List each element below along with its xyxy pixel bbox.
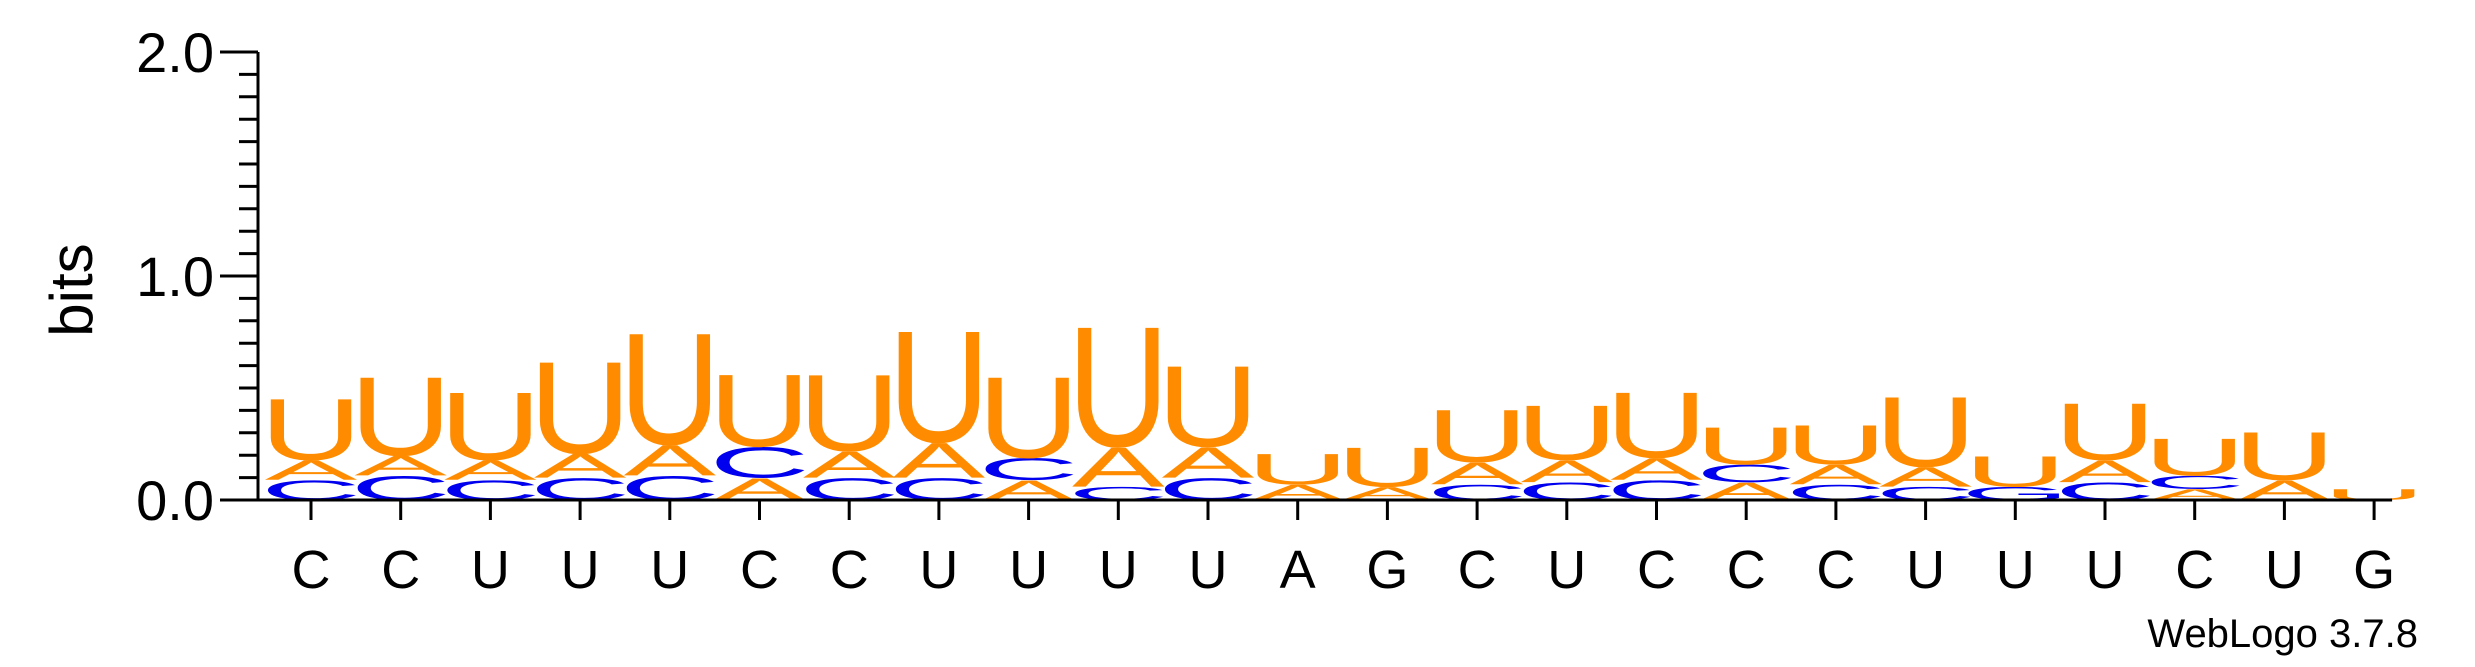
logo-position: CAU [1516,389,1618,505]
x-tick-label: C [830,540,869,600]
x-tick-label: C [2175,540,2214,600]
x-tick-label: U [2265,540,2304,600]
logo-position: CAU [1426,394,1528,504]
letter-c: C [2145,472,2245,493]
letter-u: U [619,299,721,478]
x-tick-label: A [1280,540,1316,600]
letter-a: A [1879,461,1972,492]
letter-a: A [1072,436,1165,499]
x-tick-label: G [2353,540,2395,600]
logo-position: ACU [1695,416,1797,506]
letter-u: U [529,334,631,481]
letter-a: A [1610,452,1703,487]
letter-a: A [893,433,986,489]
logo-position: CAU [529,334,631,507]
logo-position: AU [1247,445,1349,505]
letter-u: U [2144,427,2246,487]
x-tick-label: U [1009,540,1048,600]
logo-position: AU [2233,417,2335,506]
x-tick-label: C [740,540,779,600]
letter-u: U [1247,445,1349,494]
x-tick-label: U [1906,540,1945,600]
letter-c: C [709,438,809,487]
letter-u: U [1426,394,1528,478]
logo-position: ACU [2144,427,2246,503]
x-tick-label: C [1637,540,1676,600]
y-axis: 0.0 1.0 2.0 [136,21,260,532]
letter-u: U [798,351,900,474]
letter-u: U [1964,447,2066,496]
x-tick-label: U [2086,540,2125,600]
x-tick-label: U [1189,540,1228,600]
letter-u: U [1157,342,1259,471]
y-axis-label: bits [38,243,105,336]
logo-position: CAU [798,351,900,507]
letter-u: U [1516,389,1618,476]
x-tick-label: C [1727,540,1766,600]
letter-u: U [350,354,452,480]
logo-position: CAU [1605,373,1707,506]
logo-position: CAU [888,297,990,507]
y-tick-label: 1.0 [136,245,214,308]
y-tick-label: 0.0 [136,469,214,532]
letter-a: A [354,450,447,481]
letter-u: U [977,354,1079,483]
letter-u: U [1695,416,1797,476]
logo-position: CAU [350,354,452,507]
letter-u: U [439,372,541,481]
x-tick-label: U [1547,540,1586,600]
letter-a: A [803,444,896,486]
letter-u: U [2233,417,2335,494]
logo-position: ACU [977,354,1079,507]
letter-a: A [1521,454,1614,489]
x-tick-label: U [471,540,510,600]
letter-a: A [1431,456,1524,491]
x-tick-label: C [381,540,420,600]
logo-position: CAU [439,372,541,506]
letter-a: A [444,454,537,485]
letter-u: U [708,354,810,469]
letter-u: U [1336,435,1438,498]
letter-c: C [978,452,1078,487]
letter-u: U [1067,291,1169,483]
letter-u: U [1785,413,1887,476]
letter-a: A [534,447,627,485]
letter-u: U [260,380,362,478]
x-tick-label: G [1366,540,1408,600]
letter-a: A [2059,454,2152,489]
letter-u: U [2054,386,2156,477]
letter-u: U [1874,376,1976,488]
logo-position: CAU [1785,413,1887,505]
letter-a: A [1790,459,1883,490]
y-tick-label: 2.0 [136,21,214,84]
letter-a: A [265,454,358,485]
x-tick-label: C [292,540,331,600]
x-tick-label: U [650,540,689,600]
logo-position: AU [1336,435,1438,504]
x-tick-label: U [561,540,600,600]
logo-position: CAU [260,380,362,506]
logo-position: CAU [1157,342,1259,506]
logo-position: GU [1961,447,2069,504]
letter-c: C [1696,460,1796,488]
x-tick-label: C [1816,540,1855,600]
x-tick-label: U [919,540,958,600]
letter-stacks: CAUCAUCAUCAUCAUACUCAUCAUACUCAUCAUAUAUCAU… [260,291,2425,507]
letter-u: U [888,297,990,476]
letter-a: A [624,436,717,485]
x-tick-label: U [1099,540,1138,600]
x-tick-label: C [1458,540,1497,600]
x-tick-label: U [1996,540,2035,600]
letter-a: A [1162,438,1255,487]
logo-position: ACU [708,354,810,507]
logo-position: CAU [619,299,721,507]
letter-u: U [1605,373,1707,478]
weblogo-credit: WebLogo 3.7.8 [2147,612,2418,656]
logo-position: CAU [1067,291,1169,504]
logo-position: CAU [2054,386,2156,505]
